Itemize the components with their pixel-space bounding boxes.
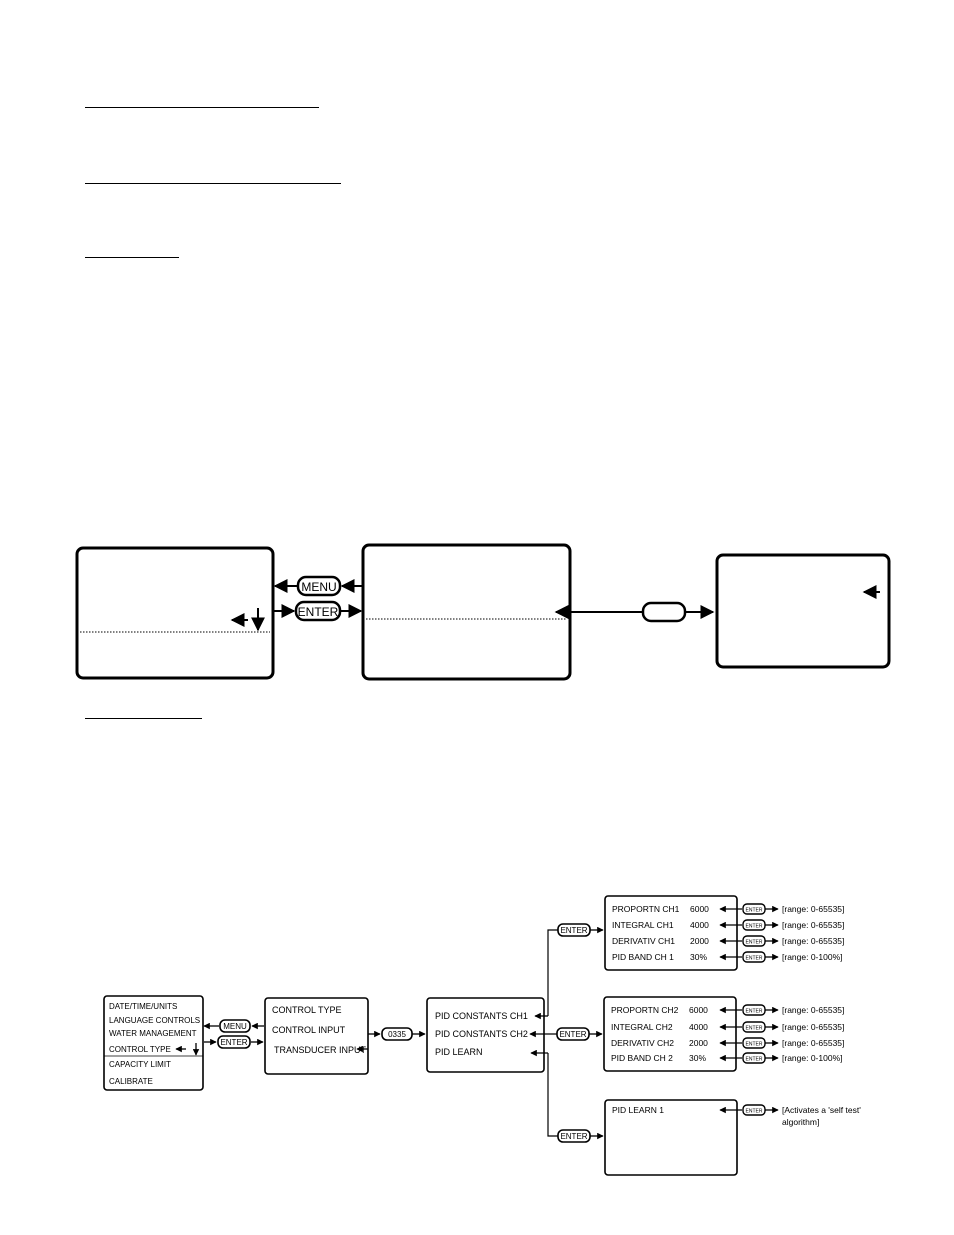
- control-menu-item-control-input: CONTROL INPUT: [272, 1025, 346, 1035]
- ch2-param-label: INTEGRAL CH2: [611, 1022, 673, 1032]
- learn-connector: [547, 1053, 558, 1137]
- main-menu-item-capacity-limit: CAPACITY LIMIT: [109, 1060, 171, 1069]
- bottom-diagram: DATE/TIME/UNITS LANGUAGE CONTROLS WATER …: [103, 895, 861, 1176]
- ch1-param-value: 6000: [690, 904, 709, 914]
- ch2-param-range: [range: 0-100%]: [782, 1053, 842, 1063]
- code-button-label: 0335: [388, 1030, 406, 1039]
- ch2-param-enter-button-label: ENTER: [746, 1026, 763, 1032]
- ch1-param-label: PROPORTN CH1: [612, 904, 680, 914]
- ch1-param-value: 30%: [690, 952, 707, 962]
- bottom-screen-control-menu: [264, 997, 369, 1075]
- bottom-menu-button-label: MENU: [223, 1022, 247, 1031]
- top-screen-submenu: [361, 543, 572, 681]
- bottom-screen-pid-menu: [426, 997, 545, 1073]
- main-menu-item-calibrate: CALIBRATE: [109, 1077, 153, 1086]
- top-code-button[interactable]: [641, 601, 687, 623]
- section-heading-underline-4: [85, 718, 202, 719]
- ch1-param-range: [range: 0-100%]: [782, 952, 842, 962]
- top-enter-button-label: ENTER: [298, 605, 339, 619]
- ch2-param-label: PID BAND CH 2: [611, 1053, 673, 1063]
- ch2-param-enter-button-label: ENTER: [746, 1009, 763, 1015]
- bottom-screen-pid-learn: [604, 1099, 738, 1176]
- learn-note-line1: [Activates a 'self test': [782, 1105, 861, 1115]
- ch1-param-enter-button-label: ENTER: [746, 956, 763, 962]
- ch1-param-enter-button-label: ENTER: [746, 940, 763, 946]
- ch2-param-value: 2000: [689, 1038, 708, 1048]
- ch1-param-value: 4000: [690, 920, 709, 930]
- section-heading-underline-1: [85, 107, 319, 108]
- top-menu-button[interactable]: [296, 575, 342, 597]
- bottom-enter-button[interactable]: [217, 1035, 251, 1049]
- bottom-screen-ch2-params: [603, 996, 737, 1072]
- main-menu-item-water-management: WATER MANAGEMENT: [109, 1029, 197, 1038]
- top-diagram: MENU ENTER: [75, 543, 891, 681]
- ch1-param-label: INTEGRAL CH1: [612, 920, 674, 930]
- ch1-connector: [547, 929, 558, 1016]
- ch2-param-enter-button-label: ENTER: [746, 1042, 763, 1048]
- section-heading-underline-2: [85, 183, 341, 184]
- ch1-param-range: [range: 0-65535]: [782, 936, 844, 946]
- pid-menu-item-constants-ch1: PID CONSTANTS CH1: [435, 1011, 528, 1021]
- ch1-param-label: DERIVATIV CH1: [612, 936, 675, 946]
- enter-learn-button-label: ENTER: [560, 1132, 587, 1141]
- section-heading-underline-3: [85, 257, 179, 258]
- ch1-param-enter-button-label: ENTER: [746, 924, 763, 930]
- ch1-param-range: [range: 0-65535]: [782, 920, 844, 930]
- learn-enter-button-label: ENTER: [746, 1109, 763, 1115]
- control-menu-item-transducer-input: TRANSDUCER INPUT: [274, 1045, 367, 1055]
- bottom-screen-main-menu: [103, 995, 204, 1091]
- learn-note-line2: algorithm]: [782, 1117, 819, 1127]
- enter-ch2-button-label: ENTER: [559, 1030, 586, 1039]
- top-menu-button-label: MENU: [301, 580, 336, 594]
- pid-menu-item-pid-learn: PID LEARN: [435, 1047, 483, 1057]
- ch1-param-value: 2000: [690, 936, 709, 946]
- ch2-param-label: DERIVATIV CH2: [611, 1038, 674, 1048]
- ch1-param-range: [range: 0-65535]: [782, 904, 844, 914]
- bottom-menu-button[interactable]: [219, 1019, 251, 1033]
- ch2-param-range: [range: 0-65535]: [782, 1022, 844, 1032]
- ch2-param-value: 6000: [689, 1005, 708, 1015]
- main-menu-item-control-type: CONTROL TYPE: [109, 1045, 171, 1054]
- ch1-param-enter-button-label: ENTER: [746, 908, 763, 914]
- control-menu-item-control-type: CONTROL TYPE: [272, 1005, 342, 1015]
- bottom-screen-ch1-params: [604, 895, 738, 971]
- top-screen-main-menu: [75, 546, 275, 680]
- ch2-param-range: [range: 0-65535]: [782, 1005, 844, 1015]
- main-menu-item-language-controls: LANGUAGE CONTROLS: [109, 1016, 200, 1025]
- main-menu-item-date-time-units: DATE/TIME/UNITS: [109, 1002, 177, 1011]
- top-screen-detail: [715, 553, 891, 669]
- enter-ch1-button-label: ENTER: [560, 926, 587, 935]
- ch2-param-range: [range: 0-65535]: [782, 1038, 844, 1048]
- ch2-param-value: 30%: [689, 1053, 706, 1063]
- top-enter-button[interactable]: [294, 600, 342, 622]
- ch1-param-label: PID BAND CH 1: [612, 952, 674, 962]
- bottom-enter-button-label: ENTER: [220, 1038, 247, 1047]
- ch2-param-enter-button-label: ENTER: [746, 1057, 763, 1063]
- ch2-param-label: PROPORTN CH2: [611, 1005, 679, 1015]
- learn-label: PID LEARN 1: [612, 1105, 664, 1115]
- pid-menu-item-constants-ch2: PID CONSTANTS CH2: [435, 1029, 528, 1039]
- ch2-param-value: 4000: [689, 1022, 708, 1032]
